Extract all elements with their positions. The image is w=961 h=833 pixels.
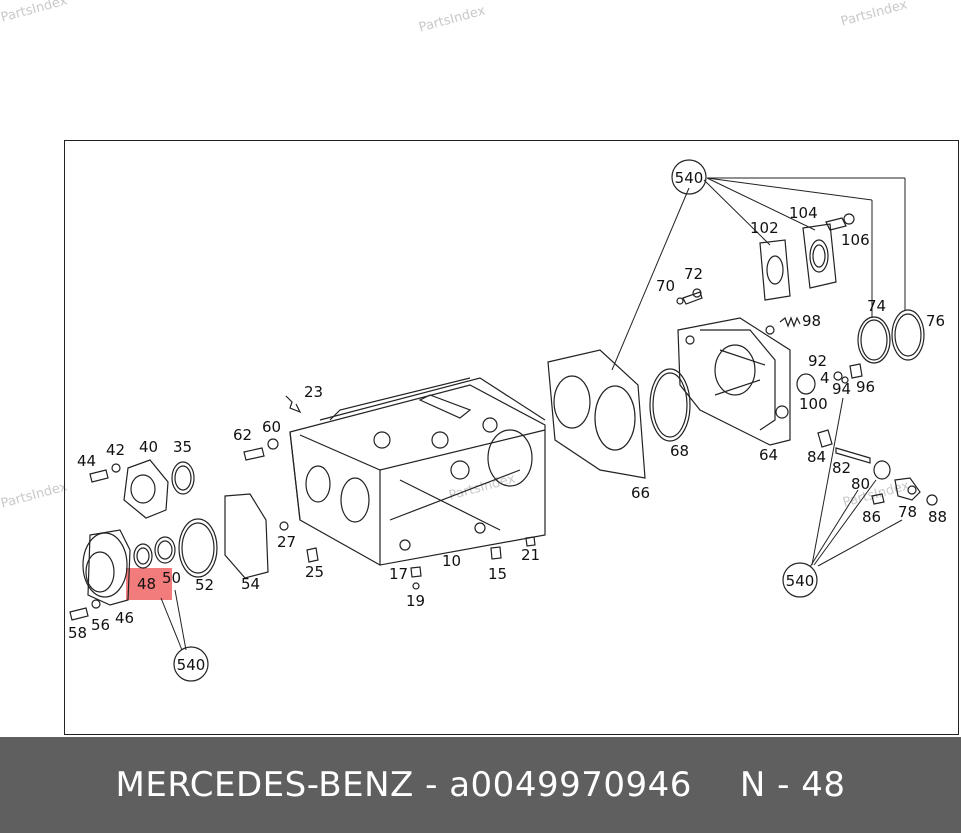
exploded-parts-diagram: 540 540 540 10 15 17 19 21 23 25 27 35 4… (68, 159, 947, 682)
callout-27: 27 (277, 533, 296, 551)
highlight-48 (126, 568, 172, 600)
washer-19[interactable] (412, 582, 420, 590)
bolt-62[interactable] (243, 447, 265, 461)
callout-23: 23 (304, 383, 323, 401)
gasket-102[interactable] (759, 239, 791, 301)
plug-17[interactable] (410, 566, 422, 578)
bolt-72[interactable] (676, 288, 703, 305)
callout-48: 48 (137, 575, 156, 593)
rear-housing-64[interactable] (677, 317, 791, 446)
callout-84: 84 (807, 448, 826, 466)
callout-19: 19 (406, 592, 425, 610)
callout-68: 68 (670, 442, 689, 460)
footer-bar: MERCEDES-BENZ - a0049970946 N - 48 (0, 737, 961, 833)
seal-48[interactable] (133, 543, 153, 569)
plug-15[interactable] (490, 546, 502, 560)
callout-92: 92 (808, 352, 827, 370)
callout-94: 94 (832, 380, 851, 398)
callout-98: 98 (802, 312, 821, 330)
gasket-66[interactable] (547, 349, 646, 479)
callout-44: 44 (77, 452, 96, 470)
callout-78: 78 (898, 503, 917, 521)
plug-27[interactable] (279, 521, 289, 531)
callout-88: 88 (928, 508, 947, 526)
callout-74: 74 (867, 297, 886, 315)
callout-86: 86 (862, 508, 881, 526)
callout-54: 54 (241, 575, 260, 593)
callout-72: 72 (684, 265, 703, 283)
nut-84[interactable] (817, 429, 833, 448)
cover-104[interactable] (802, 223, 837, 289)
washer-56[interactable] (91, 599, 101, 609)
callout-40: 40 (139, 438, 158, 456)
callout-50: 50 (162, 569, 181, 587)
ring-50[interactable] (154, 536, 176, 564)
callout-25: 25 (305, 563, 324, 581)
bolt-44[interactable] (89, 469, 109, 483)
callout-35: 35 (173, 438, 192, 456)
plug-96[interactable] (849, 363, 863, 379)
callout-52: 52 (195, 576, 214, 594)
callout-76: 76 (926, 312, 945, 330)
sensor-78[interactable] (894, 477, 921, 501)
o-ring-80[interactable] (873, 460, 891, 480)
callout-56: 56 (91, 616, 110, 634)
callout-102: 102 (750, 219, 779, 237)
callout-96: 96 (856, 378, 875, 396)
callout-58: 58 (68, 624, 87, 642)
callout-17: 17 (389, 565, 408, 583)
callout-70: 70 (656, 277, 675, 295)
seal-ring-35[interactable] (171, 461, 195, 495)
part-88[interactable] (926, 494, 938, 506)
cover-46[interactable] (82, 529, 131, 606)
callout-106: 106 (841, 231, 870, 249)
footer-part-number: a0049970946 (449, 765, 692, 805)
washer-60[interactable] (267, 438, 279, 450)
callout-10: 10 (442, 552, 461, 570)
callout-42: 42 (106, 441, 125, 459)
callout-60: 60 (262, 418, 281, 436)
ring-74[interactable] (857, 316, 891, 364)
washer-42[interactable] (111, 463, 121, 473)
bolt-58[interactable] (69, 607, 89, 621)
kit-label-right: 540 (786, 572, 815, 590)
callout-66: 66 (631, 484, 650, 502)
callout-80: 80 (851, 475, 870, 493)
callout-46: 46 (115, 609, 134, 627)
flange-40[interactable] (123, 459, 169, 519)
kit-circle-top[interactable] (671, 159, 707, 195)
callout-82: 82 (832, 459, 851, 477)
gasket-54[interactable] (224, 493, 269, 579)
callout-15: 15 (488, 565, 507, 583)
callout-4: 4 (820, 369, 830, 387)
callout-104: 104 (789, 204, 818, 222)
footer-separator: - (413, 765, 450, 805)
clip-23[interactable] (285, 395, 302, 414)
part-94[interactable] (841, 376, 849, 384)
o-ring-68[interactable] (649, 368, 691, 442)
footer-brand: MERCEDES-BENZ (115, 765, 414, 805)
gasket-52[interactable] (178, 518, 218, 578)
bolt-106[interactable] (825, 213, 855, 231)
pin-86[interactable] (871, 493, 885, 505)
spring-98[interactable] (779, 316, 801, 328)
footer-position: N - 48 (739, 765, 846, 805)
callout-62: 62 (233, 426, 252, 444)
callout-64: 64 (759, 446, 778, 464)
plug-21[interactable] (525, 536, 536, 547)
ring-76[interactable] (891, 309, 925, 361)
kit-circle-left[interactable] (173, 646, 209, 682)
transmission-housing-10[interactable] (289, 377, 546, 566)
kit-label-left: 540 (177, 656, 206, 674)
diagram-frame (64, 140, 959, 735)
seal-100[interactable] (796, 373, 816, 395)
kit-label-top: 540 (675, 169, 704, 187)
callout-21: 21 (521, 546, 540, 564)
kit-circle-right[interactable] (782, 562, 818, 598)
callout-100: 100 (799, 395, 828, 413)
shaft-82[interactable] (835, 447, 871, 464)
part-92[interactable] (833, 371, 843, 381)
plug-25[interactable] (306, 547, 319, 563)
